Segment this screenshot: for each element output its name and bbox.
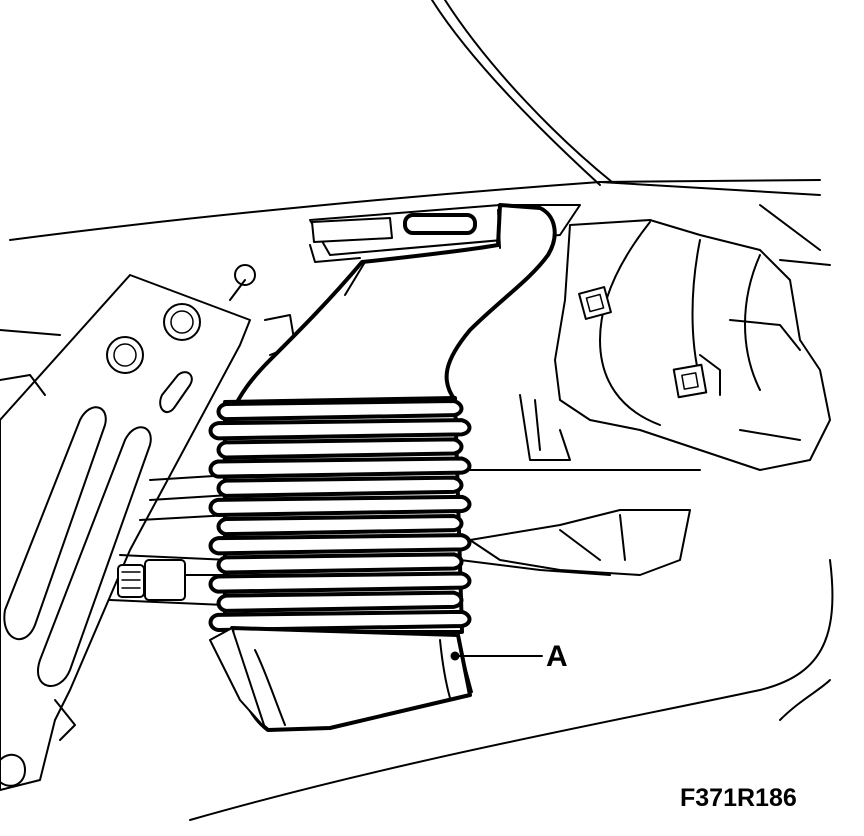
bellows-rib: [216, 437, 464, 460]
air-duct-neck: [230, 203, 557, 414]
bellows-rib: [208, 533, 472, 556]
bellows-rib: [208, 609, 472, 632]
bellows-rib: [216, 590, 464, 613]
callout-a-leader: [450, 651, 543, 661]
bellows-rib: [216, 475, 464, 498]
bellows-rib: [216, 514, 464, 537]
air-duct-bellows: [208, 396, 472, 634]
bellows-rib: [208, 494, 472, 517]
air-duct-outlet: [209, 626, 473, 732]
bellows-rib: [208, 571, 472, 594]
body-panel-lines: [9, 0, 834, 821]
callout-label-a: A: [546, 640, 568, 673]
bellows-rib: [216, 399, 464, 422]
figure-code-label: F371R186: [680, 784, 797, 812]
left-support-bracket: [0, 264, 296, 791]
bellows-rib: [208, 418, 472, 441]
bellows-rib: [208, 456, 472, 479]
bellows-rib: [216, 552, 464, 575]
lower-housing: [469, 394, 701, 576]
right-bracket-assembly: [554, 219, 831, 471]
